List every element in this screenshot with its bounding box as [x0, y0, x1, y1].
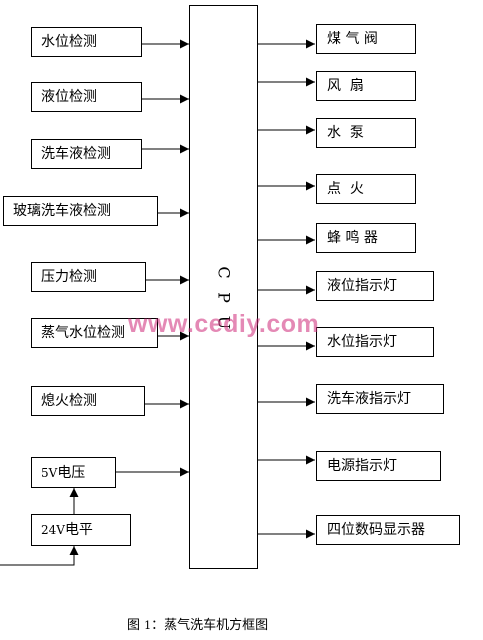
output-label: 四位数码显示器 — [327, 522, 425, 538]
output-label: 电源指示灯 — [327, 458, 397, 474]
output-label: 点 火 — [327, 181, 364, 197]
figure-caption: 图 1：蒸气洗车机方框图 — [127, 614, 268, 633]
watermark-text: www.cediy.com — [128, 310, 320, 338]
output-label: 风 扇 — [327, 78, 364, 94]
output-label: 水位指示灯 — [327, 334, 397, 350]
input-label: 洗车液检测 — [41, 146, 111, 162]
power-5v-num: 5V — [41, 465, 58, 480]
output-label: 水 泵 — [327, 125, 364, 141]
input-label: 蒸气水位检测 — [41, 325, 125, 341]
input-steam-water-level-detect: 蒸气水位检测 — [31, 318, 158, 348]
caption-prefix: 图 — [127, 618, 141, 633]
input-glass-wash-liquid-detect: 玻璃洗车液检测 — [3, 196, 158, 226]
output-label: 煤 气 阀 — [327, 31, 378, 47]
power-5v-voltage: 5V 电压 — [31, 457, 116, 488]
caption-number: 1 — [144, 619, 152, 632]
input-label: 液位检测 — [41, 89, 97, 105]
cpu-block: C P U — [189, 5, 258, 569]
input-label: 水位检测 — [41, 34, 97, 50]
arrow-supply-to-24v — [0, 546, 79, 566]
output-four-digit-display: 四位数码显示器 — [316, 515, 460, 545]
output-water-pump: 水 泵 — [316, 118, 416, 148]
output-buzzer: 蜂 鸣 器 — [316, 223, 416, 253]
input-liquid-level-detect: 液位检测 — [31, 82, 142, 112]
power-5v-text: 电压 — [57, 464, 86, 481]
output-power-indicator: 电源指示灯 — [316, 451, 441, 481]
output-wash-liquid-indicator: 洗车液指示灯 — [316, 384, 444, 414]
output-fan: 风 扇 — [316, 71, 416, 101]
output-label: 蜂 鸣 器 — [327, 230, 378, 246]
input-label: 压力检测 — [41, 269, 97, 285]
input-wash-liquid-detect: 洗车液检测 — [31, 139, 142, 169]
output-label: 洗车液指示灯 — [327, 391, 411, 407]
power-24v-num: 24V — [41, 523, 65, 537]
input-label: 玻璃洗车液检测 — [13, 203, 111, 219]
output-ignition: 点 火 — [316, 174, 416, 204]
power-24v-level: 24V 电平 — [31, 514, 131, 546]
output-water-level-indicator: 水位指示灯 — [316, 327, 434, 357]
input-water-level-detect: 水位检测 — [31, 27, 142, 57]
input-pressure-detect: 压力检测 — [31, 262, 146, 292]
input-label: 熄火检测 — [41, 393, 97, 409]
output-gas-valve: 煤 气 阀 — [316, 24, 416, 54]
power-24v-text: 电平 — [64, 522, 93, 538]
input-flameout-detect: 熄火检测 — [31, 386, 145, 416]
output-label: 液位指示灯 — [327, 278, 397, 294]
caption-text: ：蒸气洗车机方框图 — [151, 618, 269, 633]
output-liquid-level-indicator: 液位指示灯 — [316, 271, 434, 301]
